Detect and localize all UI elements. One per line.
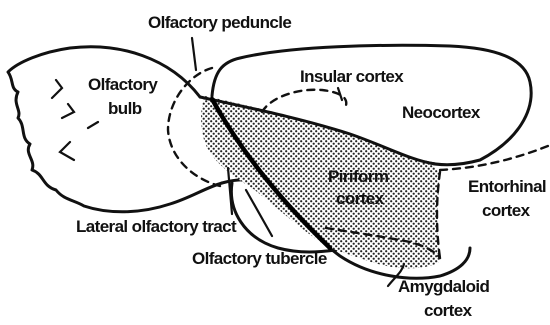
label-neocortex: Neocortex [402,103,481,122]
label-olfactory-peduncle: Olfactory peduncle [148,13,291,32]
label-piriform-line1: Piriform [328,167,389,186]
label-entorhinal-line1: Entorhinal [468,177,546,196]
label-lateral-olfactory-tract: Lateral olfactory tract [76,217,237,236]
entorhinal-dashed [440,146,548,170]
label-insular-cortex: Insular cortex [300,67,404,86]
insular-cortex-dashed [262,90,346,112]
label-amygdaloid-line1: Amygdaloid [398,277,490,296]
label-piriform-line2: cortex [336,189,385,208]
olfactory-bulb-outline [8,47,222,212]
label-olfactory-bulb-line1: Olfactory [88,75,158,94]
leader-olfactory-peduncle [192,38,196,70]
label-olfactory-bulb-line2: bulb [108,99,142,118]
label-amygdaloid-line2: cortex [424,301,473,320]
label-entorhinal-line2: cortex [482,201,531,220]
label-olfactory-tubercle: Olfactory tubercle [192,249,327,268]
